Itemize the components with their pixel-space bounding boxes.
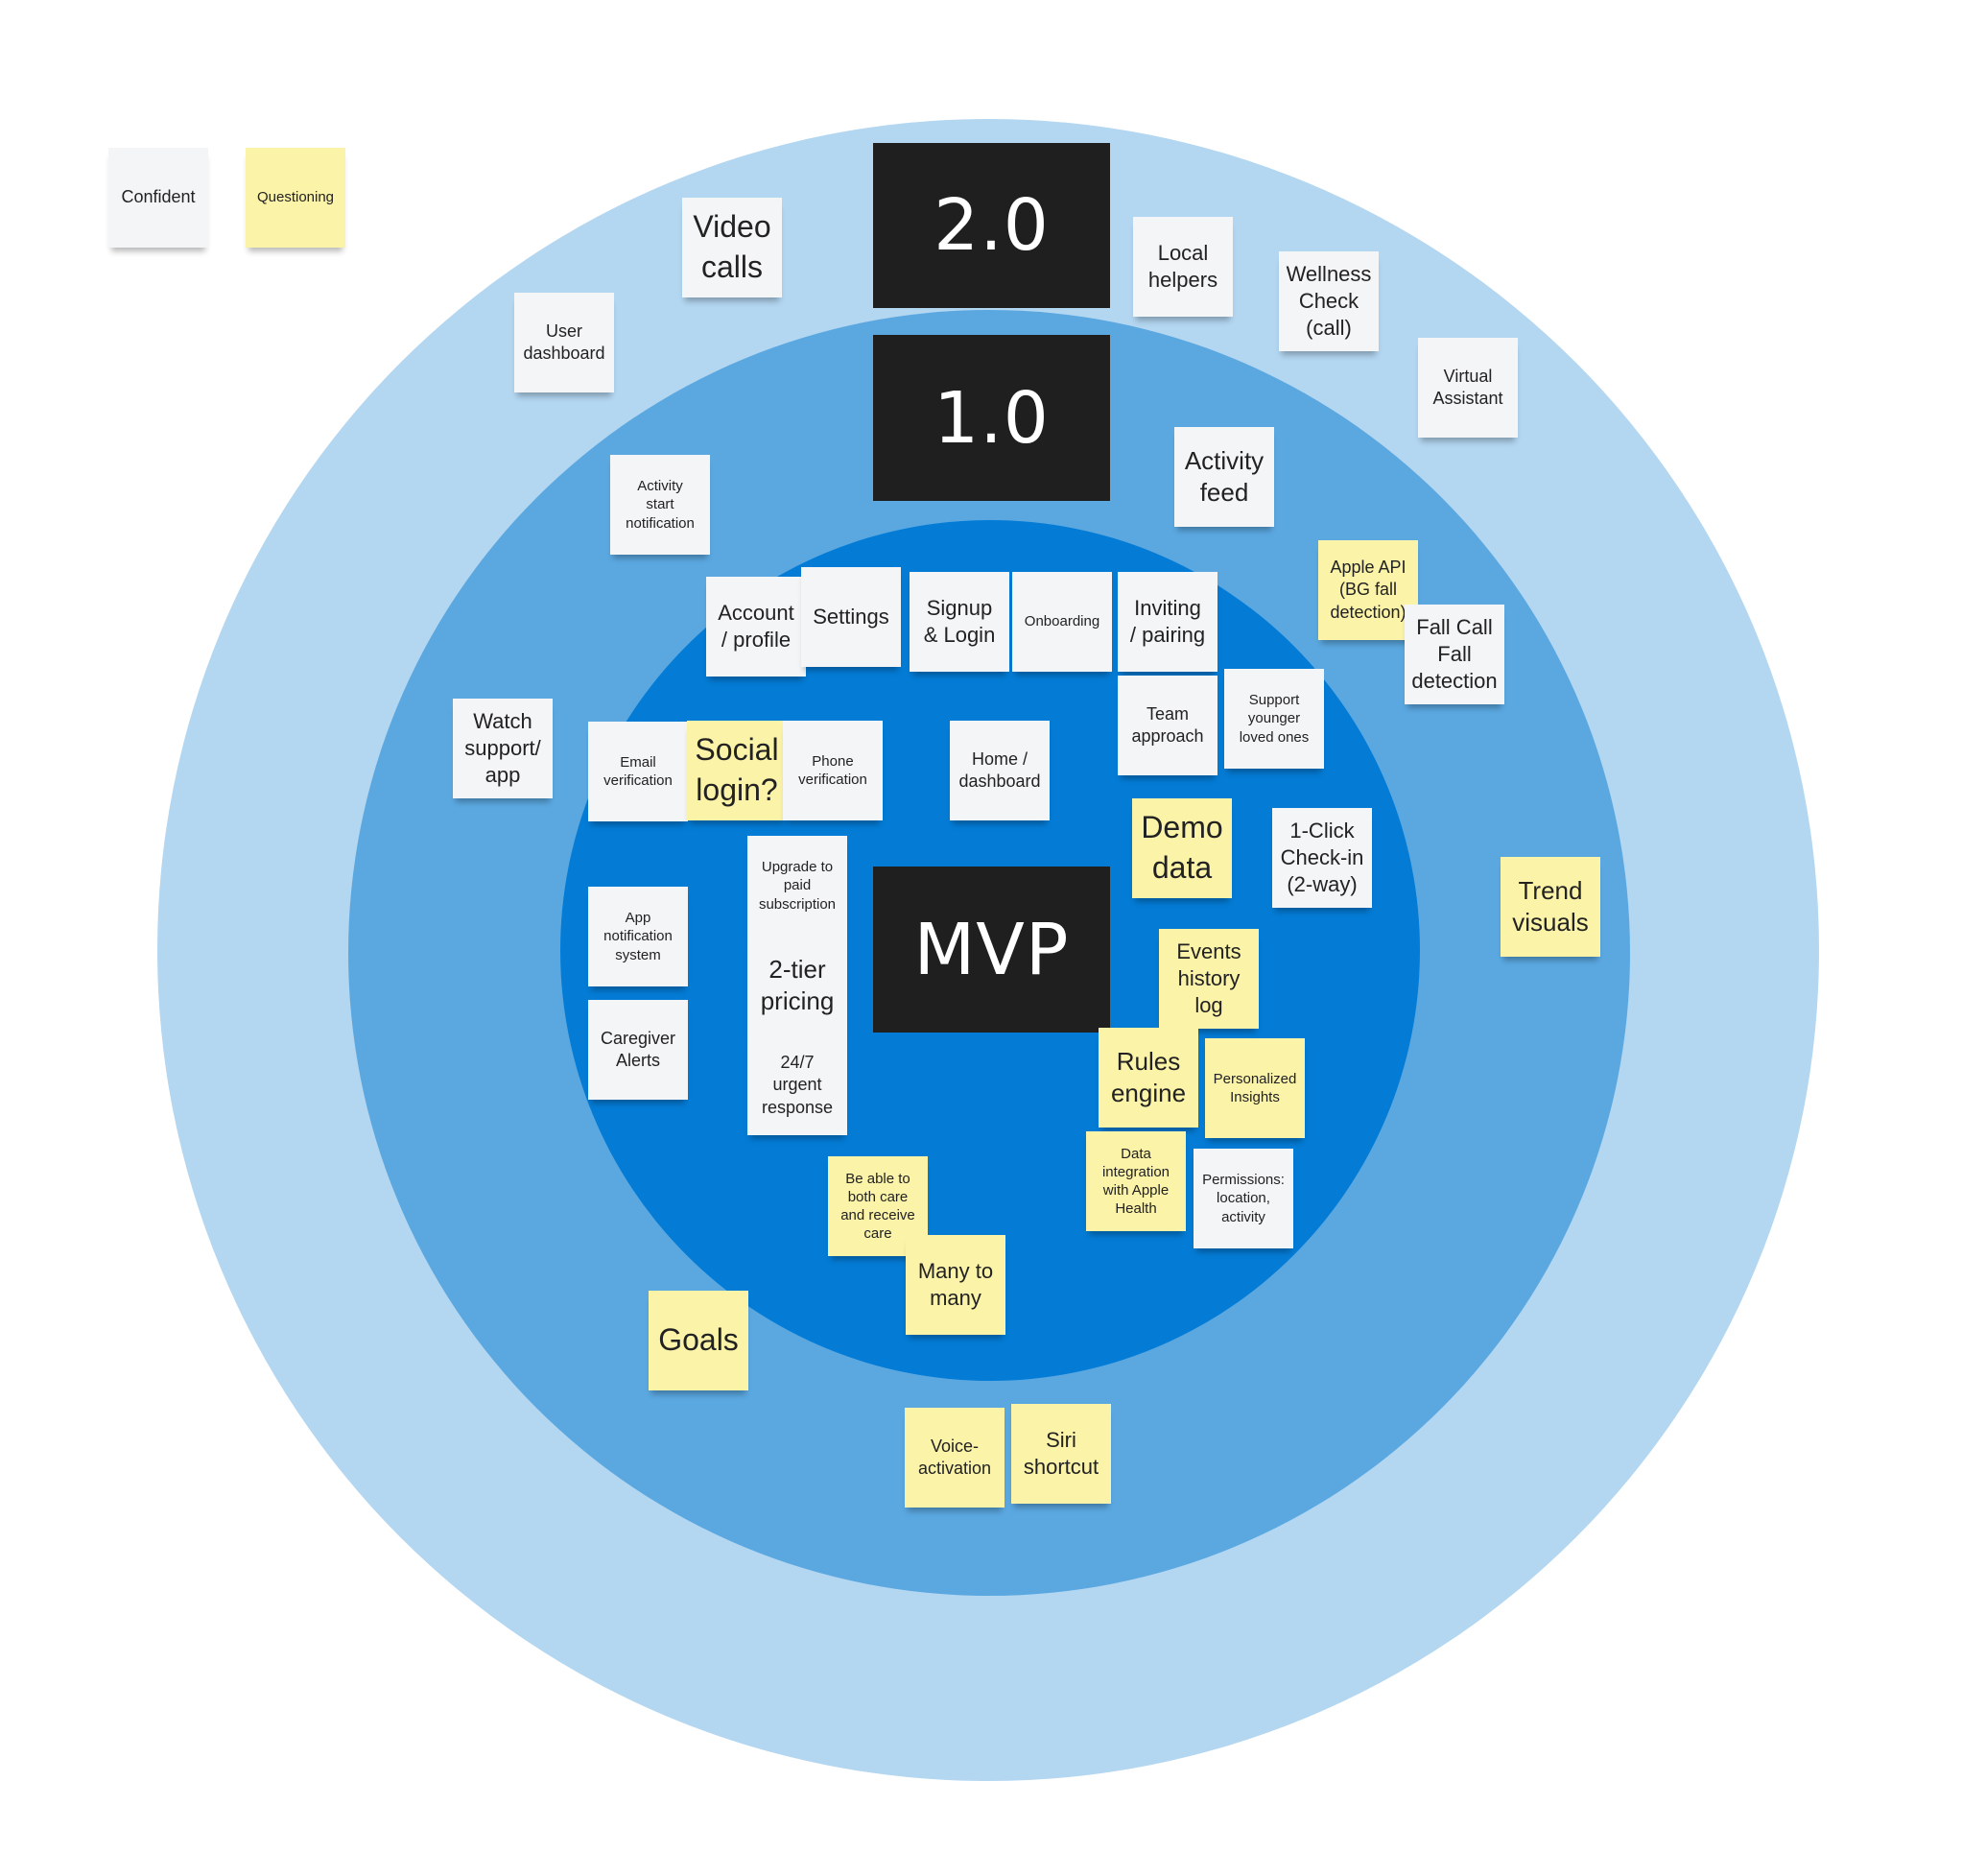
note-urgent-response[interactable]: 24/7 urgent response <box>747 1035 847 1135</box>
note-video-calls[interactable]: Video calls <box>682 198 782 297</box>
note-apple-api[interactable]: Apple API (BG fall detection) <box>1318 540 1418 640</box>
note-account-profile[interactable]: Account / profile <box>706 577 806 677</box>
note-caregiver-alerts[interactable]: Caregiver Alerts <box>588 1000 688 1100</box>
note-personalized-insights[interactable]: Personalized Insights <box>1205 1038 1305 1138</box>
note-data-integration[interactable]: Data integration with Apple Health <box>1086 1131 1186 1231</box>
note-fall-call[interactable]: Fall Call Fall detection <box>1405 605 1504 704</box>
note-virtual-assistant[interactable]: Virtual Assistant <box>1418 338 1518 438</box>
ring-label-1-0: 1.0 <box>873 335 1110 501</box>
note-settings[interactable]: Settings <box>801 567 901 667</box>
note-activity-feed[interactable]: Activity feed <box>1174 427 1274 527</box>
note-many-to-many[interactable]: Many to many <box>906 1235 1005 1335</box>
note-email-verification[interactable]: Email verification <box>588 722 688 821</box>
note-one-click-checkin[interactable]: 1-Click Check-in (2-way) <box>1272 808 1372 908</box>
note-events-history[interactable]: Events history log <box>1159 929 1259 1029</box>
note-activity-start-notification[interactable]: Activity start notification <box>610 455 710 555</box>
note-inviting-pairing[interactable]: Inviting / pairing <box>1118 572 1217 672</box>
note-local-helpers[interactable]: Local helpers <box>1133 217 1233 317</box>
note-social-login[interactable]: Social login? <box>687 721 787 820</box>
note-wellness-check[interactable]: Wellness Check (call) <box>1279 251 1379 351</box>
note-voice-activation[interactable]: Voice- activation <box>905 1408 1005 1508</box>
note-home-dashboard[interactable]: Home / dashboard <box>950 721 1050 820</box>
ring-label-mvp: MVP <box>873 867 1110 1033</box>
note-goals[interactable]: Goals <box>649 1291 748 1390</box>
note-demo-data[interactable]: Demo data <box>1132 798 1232 898</box>
note-phone-verification[interactable]: Phone verification <box>783 721 883 820</box>
note-rules-engine[interactable]: Rules engine <box>1099 1028 1198 1128</box>
note-support-younger[interactable]: Support younger loved ones <box>1224 669 1324 769</box>
note-onboarding[interactable]: Onboarding <box>1012 572 1112 672</box>
note-team-approach[interactable]: Team approach <box>1118 676 1217 775</box>
ring-label-2-0: 2.0 <box>873 143 1110 308</box>
note-signup-login[interactable]: Signup & Login <box>910 572 1009 672</box>
note-app-notification[interactable]: App notification system <box>588 887 688 986</box>
note-user-dashboard[interactable]: User dashboard <box>514 293 614 392</box>
note-watch-support[interactable]: Watch support/ app <box>453 699 553 798</box>
note-permissions[interactable]: Permissions: location, activity <box>1194 1149 1293 1248</box>
note-siri-shortcut[interactable]: Siri shortcut <box>1011 1404 1111 1504</box>
note-upgrade-subscription[interactable]: Upgrade to paid subscription <box>747 836 847 936</box>
note-two-tier-pricing[interactable]: 2-tier pricing <box>747 936 847 1035</box>
note-trend-visuals[interactable]: Trend visuals <box>1501 857 1600 957</box>
legend-confident-note[interactable]: Confident <box>108 148 208 248</box>
legend-questioning-note[interactable]: Questioning <box>246 148 345 248</box>
